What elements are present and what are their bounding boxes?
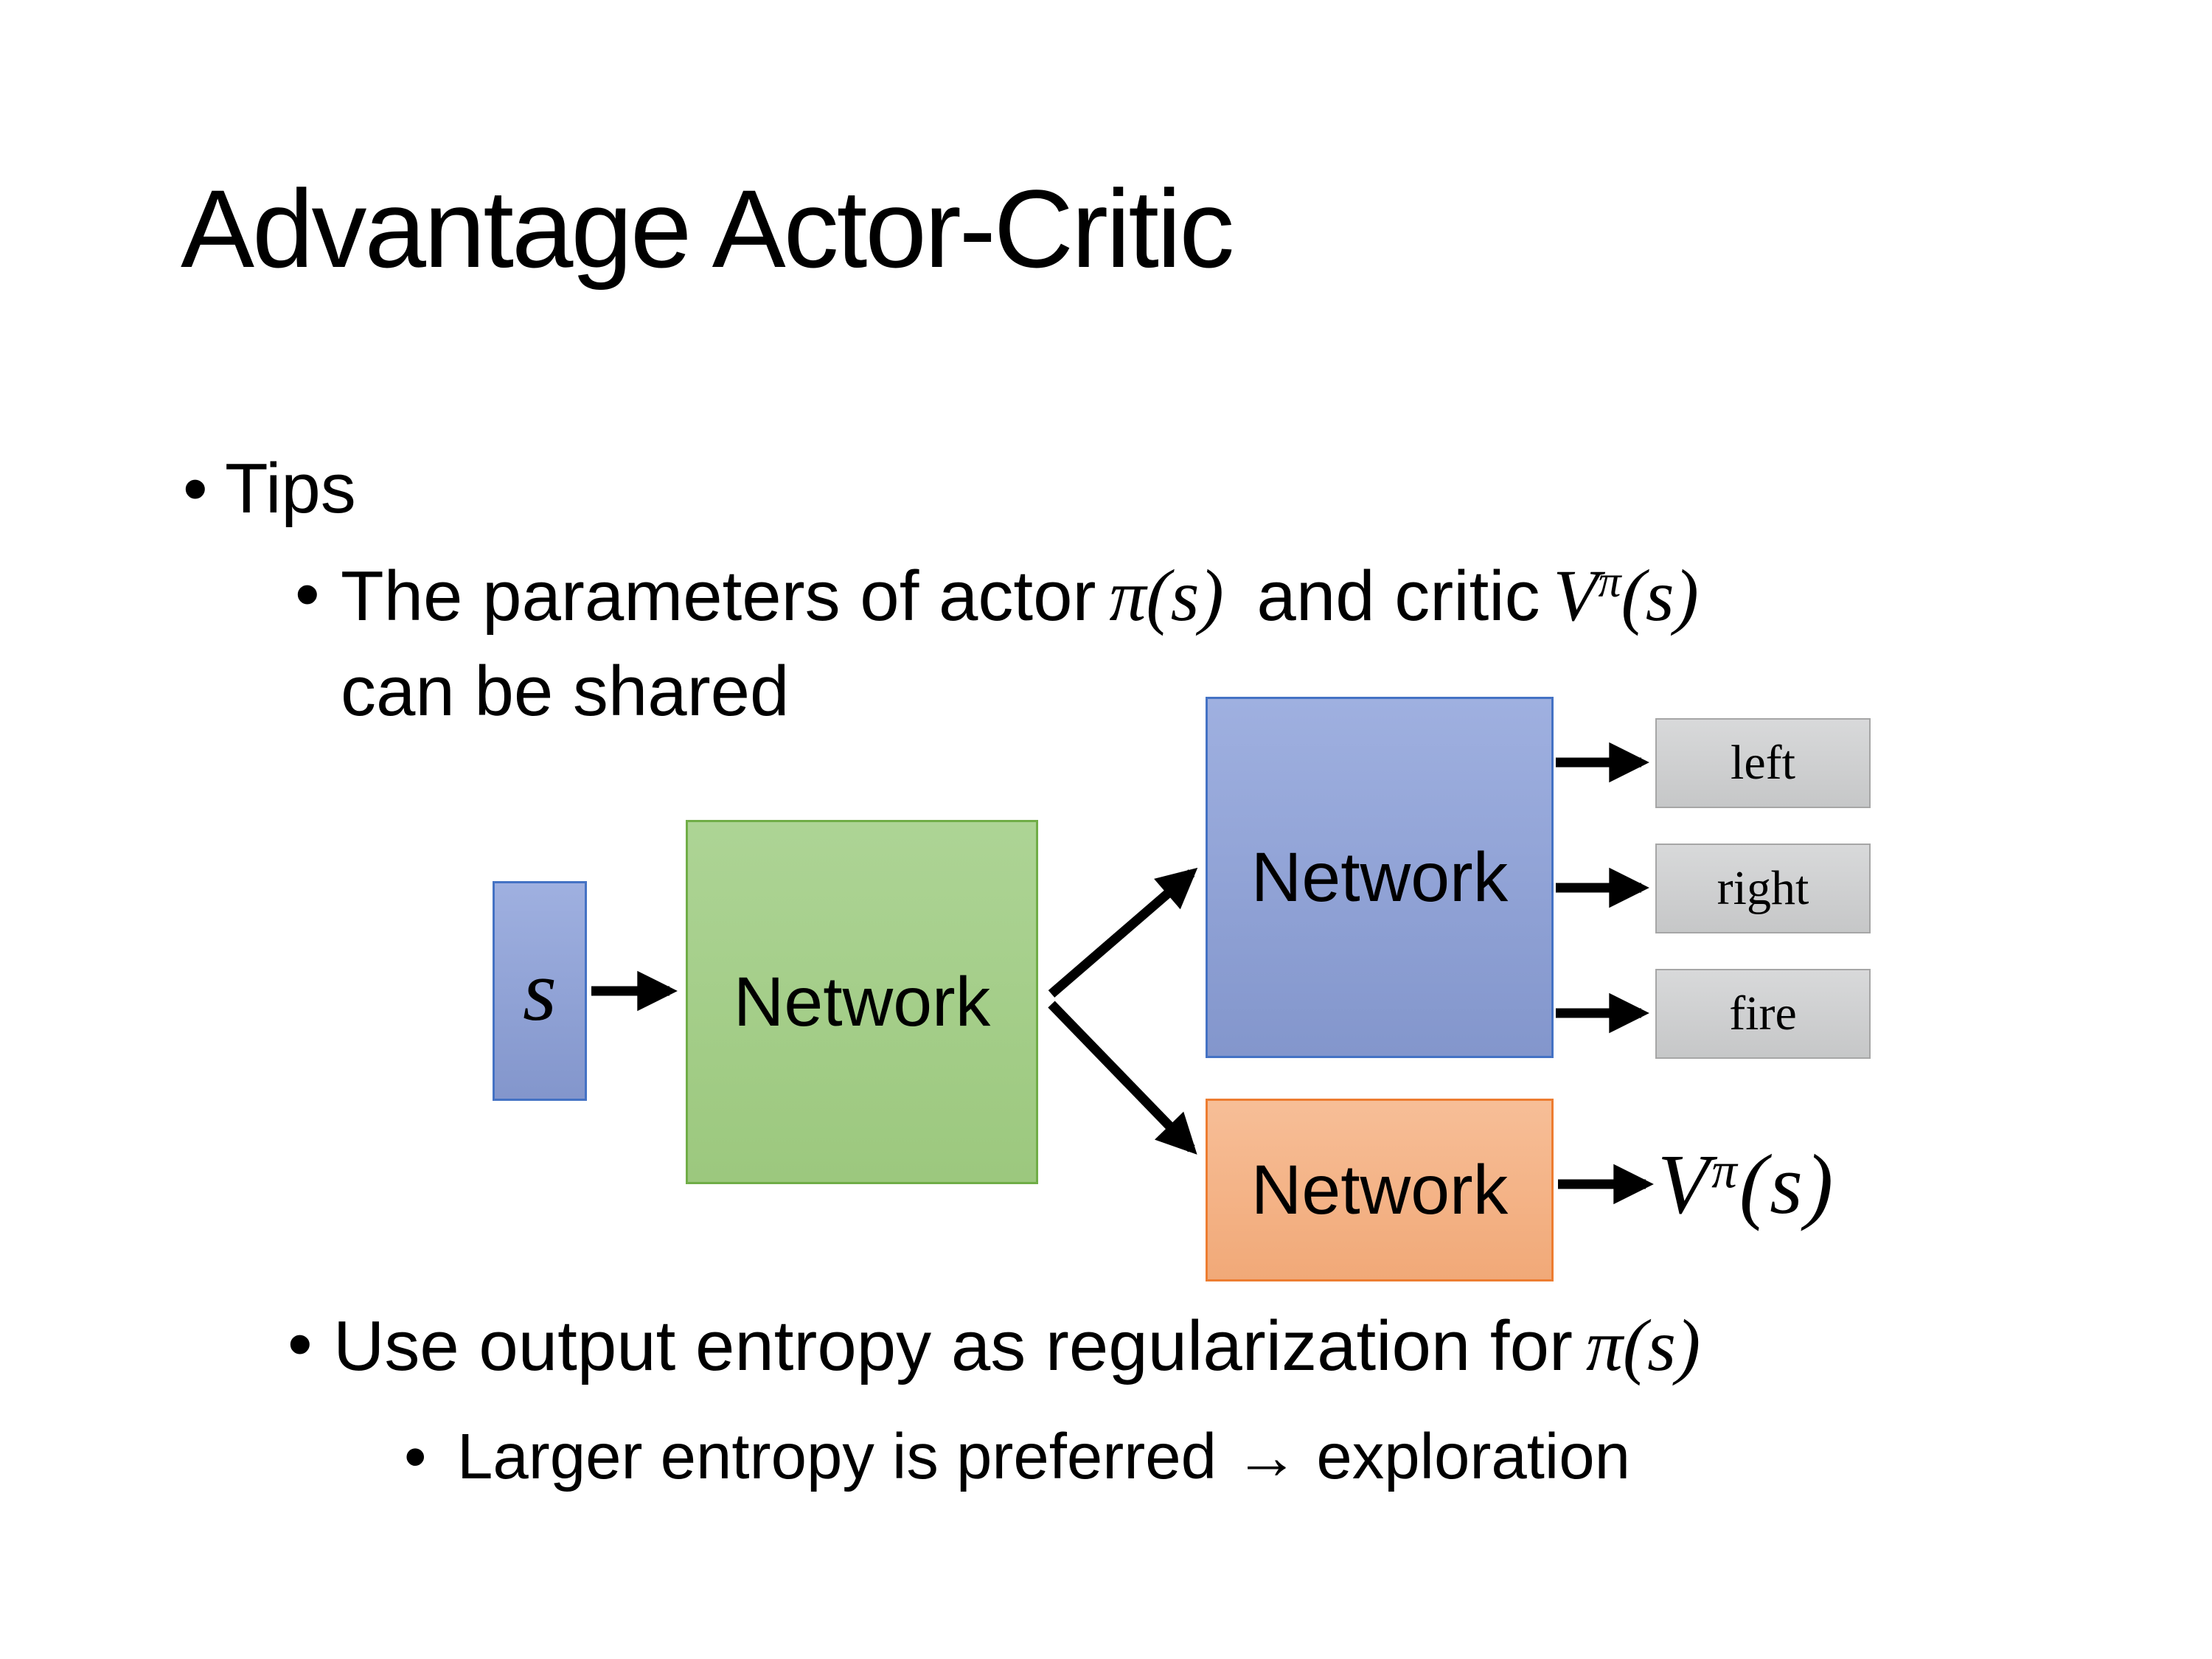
exploration-text: Larger entropy is preferred → exploratio… [457,1421,1630,1492]
action-fire-label: fire [1729,987,1797,1040]
actor-pi-math: π(s) [1109,554,1224,636]
page-title: Advantage Actor-Critic [181,167,1234,291]
actor-network-box: Network [1206,697,1554,1058]
action-right-label: right [1717,861,1809,915]
entropy-text-before: Use output entropy as regularization for [333,1307,1573,1385]
critic-v: V [1553,554,1599,636]
entropy-pi-math: π(s) [1585,1304,1701,1386]
critic-network-label: Network [1251,1150,1509,1229]
shared-parameters-mid: and critic [1256,557,1540,636]
shared-network-label: Network [733,962,991,1041]
critic-network-box: Network [1206,1099,1554,1281]
bullet-entropy-regularization: • Use output entropy as regularization f… [288,1304,1714,1388]
bullet-dot: • [404,1421,427,1492]
state-input-box: s [493,881,587,1101]
shared-network-box: Network [686,820,1038,1184]
action-box-left: left [1655,718,1871,808]
bullet-exploration: • Larger entropy is preferred → explorat… [404,1420,1630,1494]
shared-parameters-before: The parameters of actor [341,557,1096,636]
value-sup-pi: π [1711,1142,1739,1199]
state-label: s [523,942,557,1039]
action-left-label: left [1731,736,1795,790]
value-args: (s) [1739,1138,1836,1231]
tips-text: Tips [225,449,356,528]
bullet-dot: • [295,554,320,633]
actor-network-label: Network [1251,838,1509,917]
bullet-shared-parameters-line2: can be shared [341,651,789,732]
critic-value-output: Vπ(s) [1658,1134,1835,1236]
value-v: V [1658,1138,1712,1231]
arrow-shared-to-actor [1048,867,1198,998]
entropy-regularization-text: Use output entropy as regularization for… [333,1304,1714,1388]
critic-v-math: Vπ(s) [1554,554,1699,636]
bullet-tips: • Tips [183,448,356,529]
bullet-dot: • [288,1304,313,1383]
critic-sup-pi: π [1598,556,1621,607]
arrow-shared-to-critic [1048,1001,1197,1155]
action-box-fire: fire [1655,969,1871,1059]
action-box-right: right [1655,844,1871,933]
can-be-shared-text: can be shared [341,652,790,731]
bullet-dot: • [183,449,208,528]
critic-args: (s) [1621,554,1699,636]
